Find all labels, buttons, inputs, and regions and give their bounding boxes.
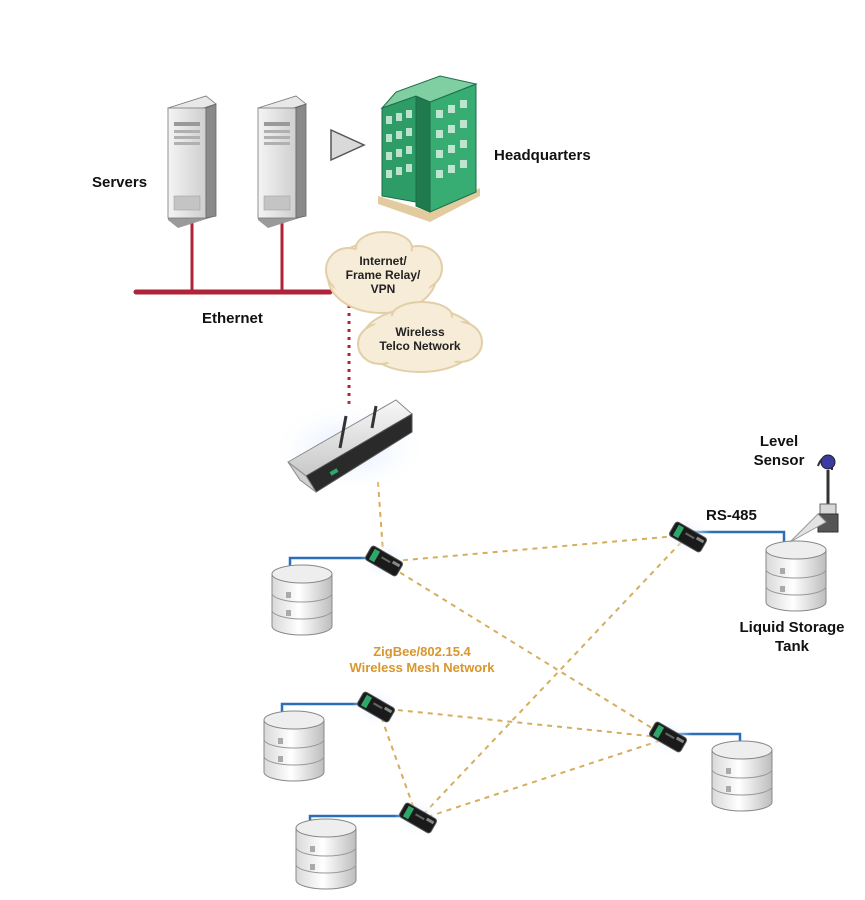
wireless-cloud-label: Wireless Telco Network [370, 325, 470, 353]
wireless-cloud-line: Telco Network [379, 339, 461, 353]
ethernet-label: Ethernet [202, 310, 263, 327]
arrow-icon [330, 128, 366, 162]
level-sensor-icon [789, 454, 839, 543]
server-tower-icon [167, 95, 217, 229]
storage-tank-icon [295, 818, 357, 890]
zigbee-node-icon [393, 797, 443, 839]
server-tower-icon [257, 95, 307, 229]
zigbee-node-icon [663, 516, 713, 558]
wireless-cloud-line: Wireless [395, 325, 445, 339]
wireless-gateway-icon [270, 399, 430, 496]
internet-cloud [325, 231, 443, 314]
storage-tank-icon [263, 710, 325, 782]
liquid-storage-line: Tank [775, 638, 809, 655]
office-building-icon [378, 75, 480, 222]
liquid-storage-tank-label: Liquid Storage Tank [726, 618, 858, 656]
rs485-label: RS-485 [706, 507, 757, 524]
level-sensor-line: Sensor [753, 452, 805, 469]
liquid-storage-line: Liquid Storage [739, 619, 845, 636]
mesh-network-label: ZigBee/802.15.4 Wireless Mesh Network [334, 644, 510, 676]
ethernet-bus [133, 216, 333, 295]
servers-label: Servers [92, 174, 148, 191]
storage-tank-icon [711, 740, 773, 812]
internet-cloud-line: VPN [370, 282, 396, 296]
headquarters-label: Headquarters [494, 147, 591, 164]
internet-cloud-line: Internet/ [359, 254, 407, 268]
rs485-links [280, 530, 786, 836]
mesh-network-line: ZigBee/802.15.4 [373, 644, 471, 659]
internet-cloud-label: Internet/ Frame Relay/ VPN [338, 254, 428, 296]
mesh-network-line: Wireless Mesh Network [349, 660, 495, 675]
wireless-telco-cloud [357, 301, 483, 373]
level-sensor-label: Level Sensor [748, 432, 810, 470]
level-sensor-line: Level [759, 433, 799, 450]
mesh-links [377, 481, 689, 821]
storage-tank-icon [271, 564, 333, 636]
zigbee-node-icon [351, 686, 401, 728]
zigbee-node-icon [359, 540, 409, 582]
internet-cloud-line: Frame Relay/ [345, 268, 421, 282]
zigbee-node-icon [643, 716, 693, 758]
storage-tank-icon [765, 540, 827, 612]
